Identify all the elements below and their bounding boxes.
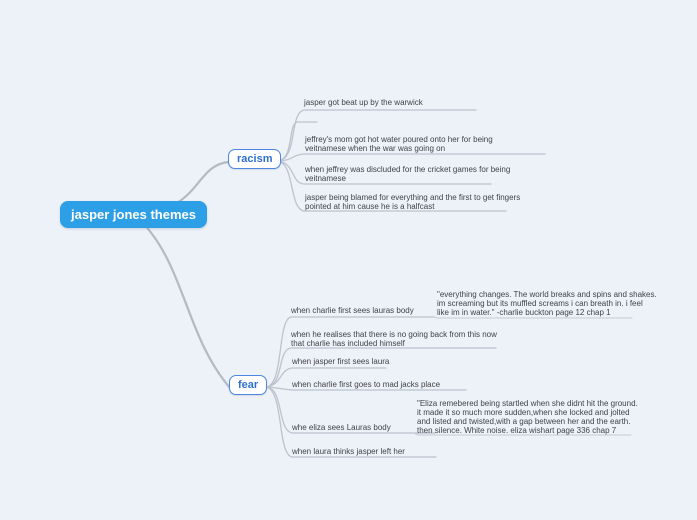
branch-node-racism[interactable]: racism: [228, 149, 282, 169]
fear-item-jasper-sees-laura[interactable]: when jasper first sees laura: [292, 357, 390, 366]
racism-item-jeffreys-mom[interactable]: jeffrey's mom got hot water poured onto …: [305, 135, 493, 153]
branch-curve-fear-item5: [265, 386, 436, 434]
fear-item-laura-thinks-left[interactable]: when laura thinks jasper left her: [292, 447, 405, 456]
branch-node-fear[interactable]: fear: [229, 375, 268, 395]
branch-curve-fear-item3: [265, 367, 387, 388]
fear-item-mad-jacks[interactable]: when charlie first goes to mad jacks pla…: [292, 380, 441, 389]
branch-curve-racism-item5: [277, 160, 507, 212]
branch-curve-fear-item1-quote: [433, 316, 633, 319]
branch-curve-fear-item6: [265, 386, 437, 458]
root-node-jasper-jones-themes[interactable]: jasper jones themes: [60, 201, 207, 228]
fear-item-no-going-back[interactable]: when he realises that there is no going …: [291, 330, 497, 348]
fear-quote-eliza-wishart[interactable]: "Eliza remebered being startled when she…: [417, 399, 638, 435]
branch-curve-racism-item4: [277, 160, 492, 185]
branch-curve-racism-item2-empty: [277, 121, 318, 162]
branch-curve-fear-item1: [265, 316, 435, 388]
fear-item-charlie-sees-body[interactable]: when charlie first sees lauras body: [291, 306, 414, 315]
fear-quote-charlie-buckton[interactable]: "everything changes. The world breaks an…: [437, 290, 657, 317]
branch-curve-racism-item3: [277, 153, 546, 162]
racism-item-warwick[interactable]: jasper got beat up by the warwick: [304, 98, 423, 107]
branch-curve-fear-item5-quote: [413, 432, 632, 436]
racism-item-blamed[interactable]: jasper being blamed for everything and t…: [305, 193, 521, 211]
racism-item-cricket[interactable]: when jeffrey was discluded for the crick…: [305, 165, 511, 183]
branch-curve-root-fear: [138, 218, 232, 390]
fear-item-eliza-sees-body[interactable]: whe eliza sees Lauras body: [292, 423, 391, 432]
branch-curve-fear-item4: [265, 386, 467, 391]
